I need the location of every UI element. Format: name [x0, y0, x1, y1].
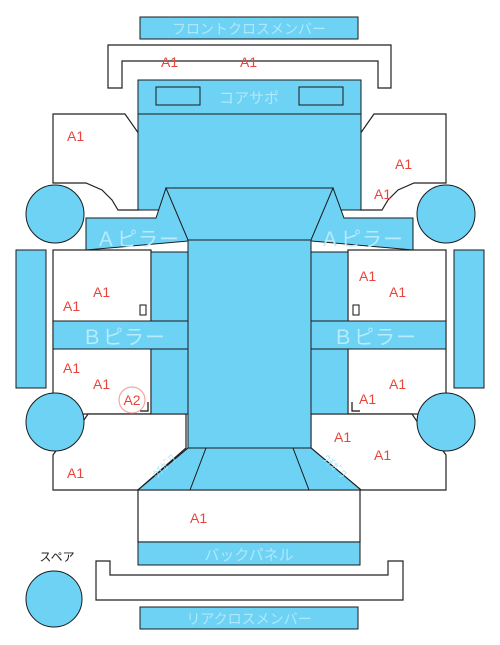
spare-label: スペア [39, 550, 74, 564]
damage-mark: A1 [359, 268, 376, 284]
damage-mark: A1 [395, 156, 412, 172]
damage-mark: A1 [389, 376, 406, 392]
core-support-label: コアサポ [219, 89, 279, 107]
left-front-fender [52, 113, 140, 211]
damage-mark: A1 [63, 298, 80, 314]
rear-bumper-outline [95, 560, 404, 601]
damage-mark-a2-text: A2 [123, 392, 140, 408]
right-rocker-panel [453, 249, 485, 389]
front-cross-member-label: フロントクロスメンバー [172, 22, 326, 38]
damage-mark: A1 [67, 128, 84, 144]
back-panel-label: バックパネル [204, 546, 293, 564]
right-front-door-handle [352, 304, 360, 316]
rear-cross-member: リアクロスメンバー [139, 606, 359, 630]
damage-mark: A1 [334, 429, 351, 445]
b-pillar-right-label: Ｂピラー [333, 325, 417, 349]
rear-inner-structure: ｳﾁｶﾞﾜ ｳﾁｶﾞﾜ [136, 447, 363, 491]
left-front-door-handle [139, 304, 147, 316]
front-left-wheel [25, 184, 85, 244]
core-support: コアサポ [137, 79, 362, 115]
a-pillar-right-label: Ａピラー [320, 227, 404, 251]
damage-mark: A1 [161, 54, 178, 70]
right-front-fender [359, 113, 447, 211]
b-pillar-right: Ｂピラー [310, 320, 447, 350]
damage-mark: A1 [63, 360, 80, 376]
damage-mark: A1 [67, 465, 84, 481]
right-rear-door-mark [351, 402, 360, 412]
roof [165, 187, 334, 449]
left-rocker-panel [15, 249, 47, 389]
a-pillar-left: Ａピラー [85, 186, 201, 251]
damage-mark-a2: A2 [118, 386, 146, 414]
damage-mark: A1 [374, 186, 391, 202]
left-rear-door-mark [140, 402, 149, 412]
front-cross-member: フロントクロスメンバー [139, 16, 359, 40]
damage-mark: A1 [359, 391, 376, 407]
damage-mark: A1 [240, 54, 257, 70]
back-panel: バックパネル [137, 541, 361, 566]
a-pillar-right: Ａピラー [299, 186, 414, 251]
damage-mark: A1 [389, 284, 406, 300]
damage-mark: A1 [93, 284, 110, 300]
rear-cross-member-label: リアクロスメンバー [186, 612, 311, 628]
a-pillar-left-label: Ａピラー [96, 227, 180, 251]
b-pillar-left-label: Ｂピラー [82, 325, 166, 349]
front-bumper-outline [107, 44, 392, 89]
rear-right-wheel [416, 392, 476, 452]
front-right-wheel [416, 184, 476, 244]
damage-mark: A1 [190, 510, 207, 526]
trunk-floor [137, 489, 361, 543]
b-pillar-left: Ｂピラー [52, 320, 189, 350]
damage-mark: A1 [93, 376, 110, 392]
damage-marks: A1 A1 A1 A1 A1 A1 A1 A1 A1 A1 A1 A1 A1 A… [63, 54, 412, 526]
rear-left-wheel [25, 392, 85, 452]
damage-mark: A1 [374, 447, 391, 463]
spare-tire: スペア [25, 550, 83, 628]
